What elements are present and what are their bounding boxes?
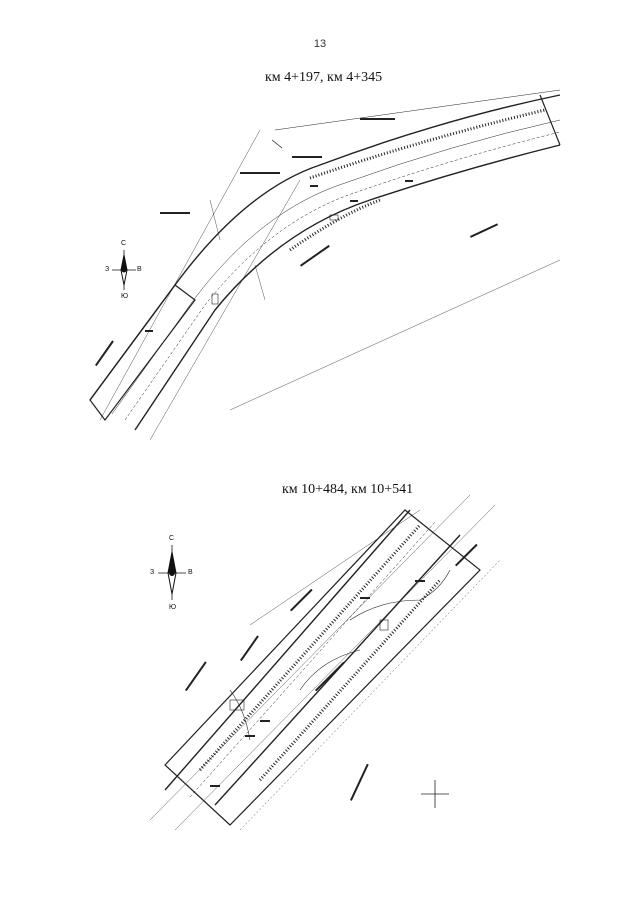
plan-2-compass-icon [158,545,186,600]
plan-2-caption: км 10+484, км 10+541 [282,482,414,497]
plan-2-labels [184,543,478,801]
plan-2-compass-west: З [150,569,155,576]
plan-1-compass-north: С [121,240,127,247]
plan-1-compass-south: Ю [121,293,129,300]
plan-1-compass-icon [112,250,136,290]
plan-1-labels [95,118,499,367]
plan-2-road [149,494,501,831]
plan-1-compass-east: В [137,266,142,273]
plan-2-compass-north: С [169,535,175,542]
page-number: 13 [313,38,327,50]
plan-2-compass-east: В [188,569,193,576]
plan-1-road [89,89,561,441]
plan-1-compass-west: З [105,266,110,273]
plan-1-caption: км 4+197, км 4+345 [265,70,383,85]
plan-2-compass-south: Ю [169,604,177,611]
